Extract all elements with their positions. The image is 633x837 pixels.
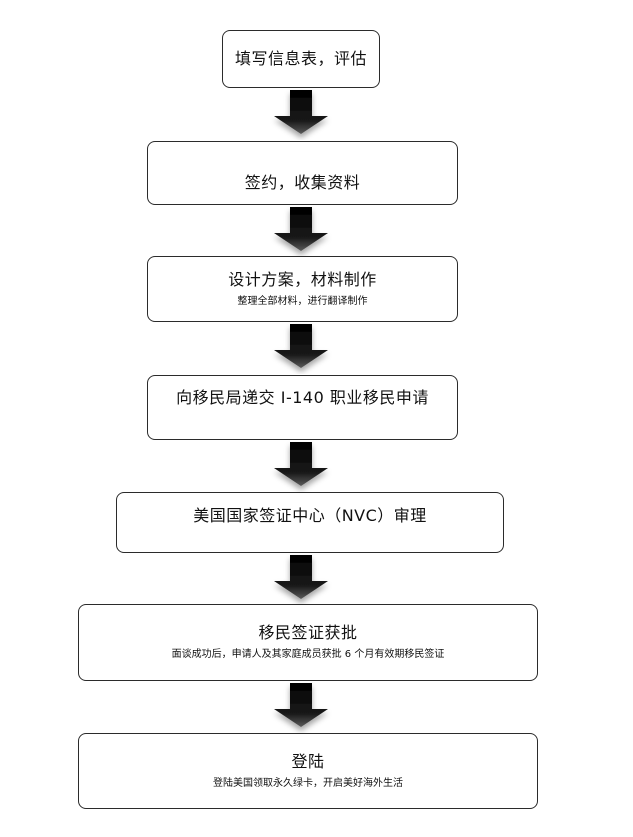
step-6-box: 移民签证获批 面谈成功后，申请人及其家庭成员获批 6 个月有效期移民签证 — [78, 604, 538, 681]
down-arrow-icon — [274, 555, 328, 599]
down-arrow-icon — [274, 442, 328, 486]
step-3-subtitle: 整理全部材料，进行翻译制作 — [237, 295, 368, 307]
step-5-title: 美国国家签证中心（NVC）审理 — [193, 505, 427, 525]
step-7-subtitle: 登陆美国领取永久绿卡，开启美好海外生活 — [213, 777, 403, 789]
step-6-title: 移民签证获批 — [258, 623, 358, 642]
step-1-title: 填写信息表，评估 — [234, 49, 367, 68]
down-arrow-icon — [274, 324, 328, 368]
step-4-box: 向移民局递交 I-140 职业移民申请 — [147, 375, 458, 440]
down-arrow-icon — [274, 207, 328, 251]
down-arrow-icon — [274, 683, 328, 727]
step-1-box: 填写信息表，评估 — [222, 30, 380, 88]
down-arrow-icon — [274, 90, 328, 134]
step-3-box: 设计方案，材料制作 整理全部材料，进行翻译制作 — [147, 256, 458, 322]
step-5-box: 美国国家签证中心（NVC）审理 — [116, 492, 504, 553]
step-3-title: 设计方案，材料制作 — [228, 269, 377, 289]
step-7-box: 登陆 登陆美国领取永久绿卡，开启美好海外生活 — [78, 733, 538, 809]
step-6-subtitle: 面谈成功后，申请人及其家庭成员获批 6 个月有效期移民签证 — [171, 649, 445, 660]
step-7-title: 登陆 — [291, 751, 325, 771]
step-2-title: 签约，收集资料 — [244, 173, 361, 192]
step-2-box: 签约，收集资料 — [147, 141, 458, 205]
step-4-title: 向移民局递交 I-140 职业移民申请 — [176, 387, 429, 407]
